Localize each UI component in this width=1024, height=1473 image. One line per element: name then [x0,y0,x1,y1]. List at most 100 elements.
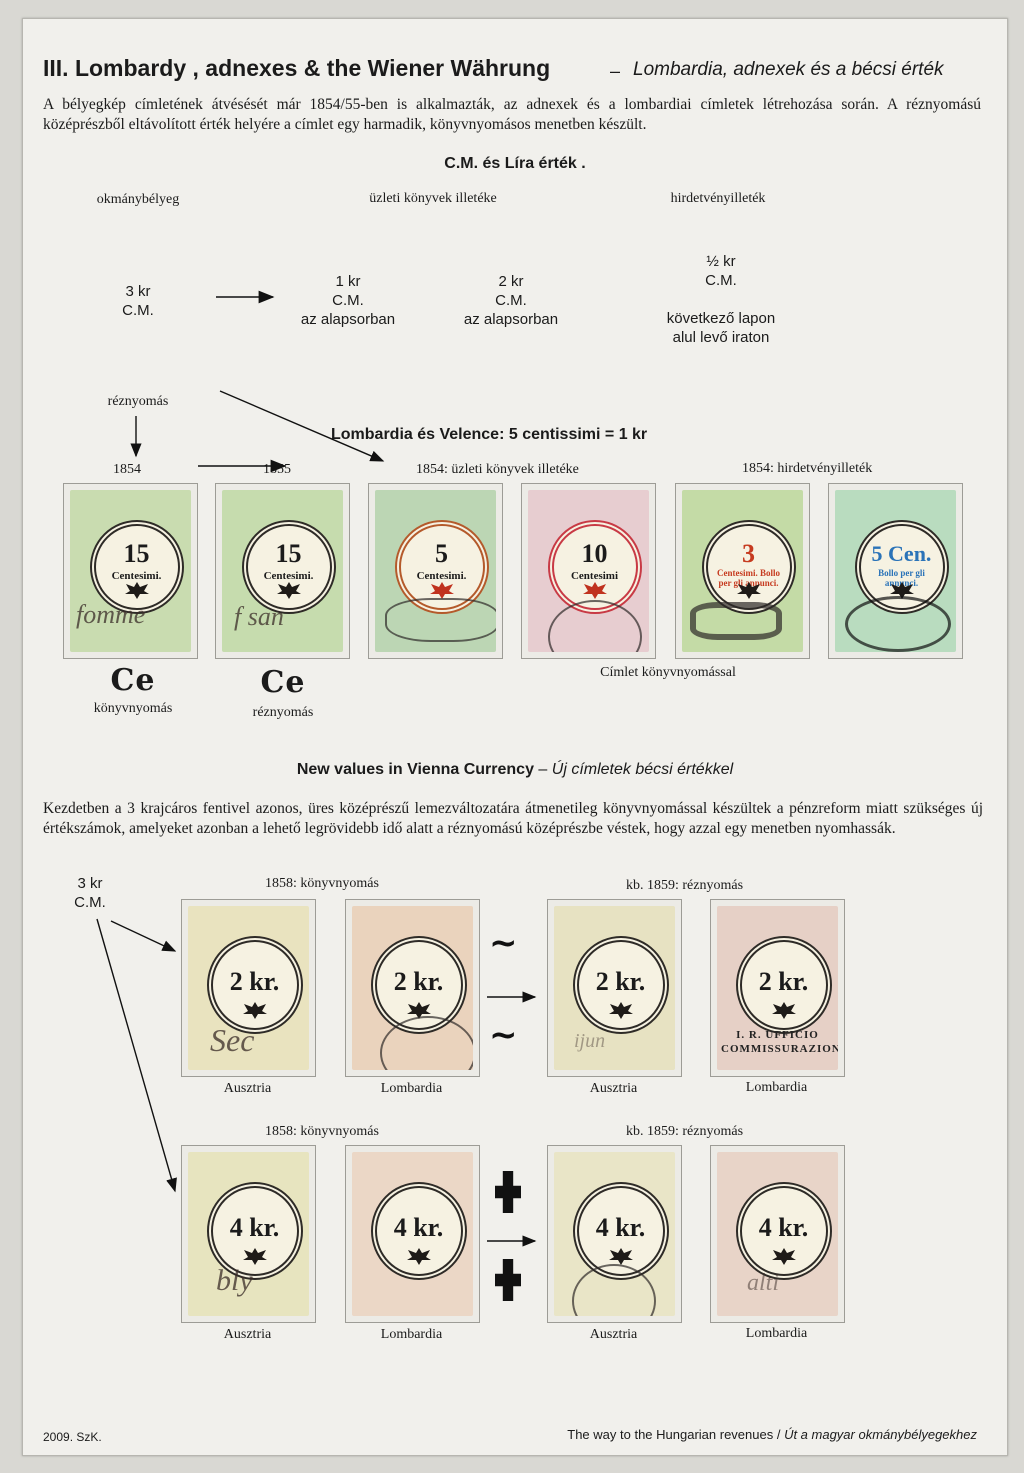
caption-lombardia-4: Lombardia [745,1326,808,1341]
ce-caption-konyvnyomas: könyvnyomás [93,701,173,716]
row2-label-1858: 1858: könyvnyomás [265,1124,379,1139]
numeral-4-glyph-bottom [495,1259,521,1301]
value-half-line4: alul levő iraton [672,329,770,346]
eagle-icon [736,581,761,599]
stamp-15-centesimi-1854: 15 Centesimi. fomme [70,490,191,652]
value-half-line1: ½ kr [706,253,736,270]
stamp-frame-5c: 5 Centesimi. [368,483,503,659]
stamp-15-centesimi-1855: 15 Centesimi. f san [222,490,343,652]
stamp-4kr-lombardia-1859: 4 kr. alti [717,1152,838,1316]
stamp-3-centesimi-annunci: 3 Centesimi. Bollo per gli annunci. [682,490,803,652]
album-page: III. Lombardy , adnexes & the Wiener Wäh… [22,18,1008,1456]
numeral-4-glyph-top [495,1171,521,1213]
value-1kr-line1: 1 kr [335,273,361,290]
eagle-icon [582,581,607,599]
arrow-3kr-to-2kr [110,920,177,952]
manuscript-cancel: fomme [76,600,146,629]
vienna-currency-heading: New values in Vienna Currency – Új címle… [23,761,1007,779]
stamp-frame-5cen-annunci: 5 Cen. Bollo per gli annunci. [828,483,963,659]
manuscript-cancel: alti [747,1270,780,1296]
manuscript-cancel: ijun [574,1030,606,1052]
heading-dash: – [533,761,552,778]
value-1kr-cm: 1 kr C.M. az alapsorban [283,272,413,329]
value-3kr-line1: 3 kr [125,283,151,300]
page-title: III. Lombardy , adnexes & the Wiener Wäh… [43,55,551,81]
round-postmark [845,596,951,652]
stamp-frame-4kr-austria-1859: 4 kr. [547,1145,682,1323]
year-1854-hirdetveny: 1854: hirdetvényilleték [742,461,873,476]
eagle-icon [124,581,149,599]
vienna-paragraph: Kezdetben a 3 krajcáros fentivel azonos,… [43,800,983,837]
stamp-medallion: 2 kr. [735,936,832,1035]
stamp-frame-15c-1854: 15 Centesimi. fomme [63,483,198,659]
stamp-value: 4 kr. [758,1213,809,1243]
stamp-text: Centesimi. [111,569,162,582]
value-half-kr-cm: ½ kr C.M. következő lapon alul levő irat… [641,252,801,347]
stamp-frame-3c-annunci: 3 Centesimi. Bollo per gli annunci. [675,483,810,659]
heading-hungarian: Új címletek bécsi értékkel [551,761,734,778]
footer-english: The way to the Hungarian revenues / [567,1427,785,1442]
oval-postmark [385,598,496,642]
stamp-medallion: 4 kr. [370,1182,467,1281]
stamp-value: 4 kr. [393,1213,444,1243]
section-cm-lira-heading: C.M. és Líra érték . [444,155,586,172]
eagle-icon [242,1248,267,1266]
stamp-medallion: 15 Centesimi. [241,519,336,614]
eagle-icon [608,1002,633,1020]
side-label-3kr-cm: 3 kr C.M. [65,874,115,912]
ce-typeset-glyph: Ce [110,663,156,698]
stamp-frame-2kr-austria-1859: 2 kr. ijun [547,899,682,1077]
eagle-icon [276,581,301,599]
manuscript-cancel: Sec [210,1022,255,1058]
year-1855: 1855 [263,462,291,477]
stamp-medallion: 2 kr. [370,936,467,1035]
side-label-line2: C.M. [74,894,106,911]
arrow-3kr-to-4kr [96,918,177,1193]
value-3kr-line2: C.M. [122,302,154,319]
stamp-medallion: 4 kr. [206,1182,303,1281]
year-1854-uzleti: 1854: üzleti könyvek illetéke [416,462,579,477]
caption-lombardia-2: Lombardia [745,1080,808,1095]
ce-engraved-glyph: Ce [260,665,306,700]
side-label-line1: 3 kr [77,875,103,892]
stamp-2kr-lombardia-1858: 2 kr. [352,906,473,1070]
caption-austria-4: Ausztria [589,1327,638,1342]
numeral-2-glyph-top: ~ [489,923,518,963]
numeral-2-glyph-bottom: ~ [489,1015,518,1055]
row1-label-1858: 1858: könyvnyomás [265,876,379,891]
stamp-value: 10 [581,538,608,568]
value-3kr-cm: 3 kr C.M. [98,282,178,320]
eagle-icon [406,1002,431,1020]
label-okmanybelyeg: okmánybélyeg [96,192,180,207]
stamp-value: 2 kr. [393,967,444,997]
stamp-2kr-lombardia-1859: 2 kr. I. R. UFFICIO COMMISSURAZION [717,906,838,1070]
eagle-icon [771,1002,796,1020]
value-half-line2: C.M. [705,272,737,289]
value-half-line3: következő lapon [666,310,776,327]
row1-label-1859: kb. 1859: réznyomás [626,878,744,893]
caption-austria-3: Ausztria [223,1327,272,1342]
manuscript-cancel: bly [216,1264,253,1297]
stamp-value: 15 [275,538,302,568]
caption-lombardia-3: Lombardia [380,1327,443,1342]
stamp-medallion: 15 Centesimi. [89,519,184,614]
label-uzleti-konyvek: üzleti könyvek illetéke [369,191,497,206]
stamp-value: 2 kr. [229,967,280,997]
stamp-medallion: 4 kr. [735,1182,832,1281]
stamp-value: 15 [123,538,150,568]
lombardia-velence-heading: Lombardia és Velence: 5 centissimi = 1 k… [331,426,648,443]
eagle-icon [771,1248,796,1266]
stamp-value: 2 kr. [595,967,646,997]
eagle-icon [429,581,454,599]
stamp-frame-4kr-lombardia-1859: 4 kr. alti [710,1145,845,1323]
stamp-frame-2kr-lombardia-1858: 2 kr. [345,899,480,1077]
stamp-value: 4 kr. [229,1213,280,1243]
stamp-frame-2kr-austria-1858: 2 kr. Sec [181,899,316,1077]
round-postmark [548,600,642,652]
stamp-value: 5 [435,538,448,568]
footer-left: 2009. SzK. [43,1430,102,1444]
year-1854: 1854 [113,462,141,477]
eagle-icon [242,1002,267,1020]
intro-paragraph: A bélyegkép címletének átvésését már 185… [43,96,981,133]
stamp-2kr-austria-1858: 2 kr. Sec [188,906,309,1070]
